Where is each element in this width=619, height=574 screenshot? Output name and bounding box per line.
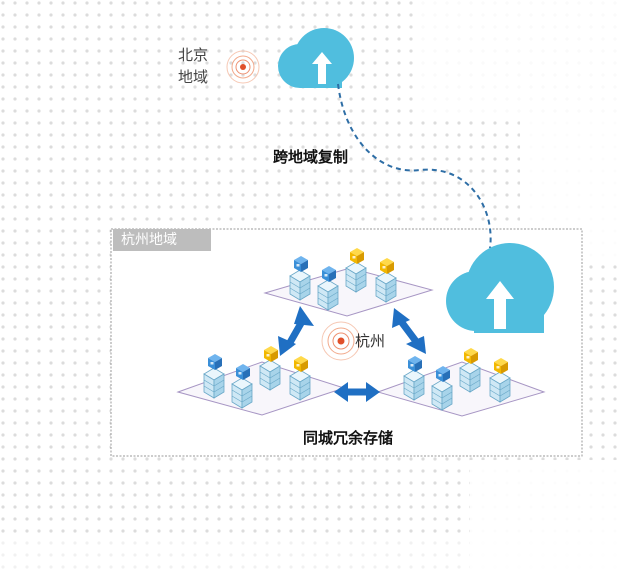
zone-platform-right <box>376 361 546 417</box>
same-city-redundant-storage-label: 同城冗余存储 <box>303 429 394 447</box>
cross-region-dashed-path <box>337 83 492 249</box>
sync-arrow-top-right <box>392 308 426 354</box>
beijing-region-label: 北京 地域 <box>178 44 208 88</box>
hangzhou-cloud-upload-icon <box>446 243 554 333</box>
hangzhou-location-target-icon <box>321 321 361 361</box>
beijing-cloud-upload-icon <box>278 28 354 88</box>
hangzhou-region-tab: 杭州地域 <box>113 229 211 251</box>
cross-region-replication-label: 跨地域复制 <box>273 148 349 166</box>
beijing-label-line2: 地域 <box>178 68 209 86</box>
beijing-label-line1: 北京 <box>178 46 209 64</box>
sync-arrow-top-left <box>278 306 314 356</box>
beijing-location-target-icon <box>226 50 260 84</box>
sync-arrow-horizontal <box>334 382 380 402</box>
hangzhou-center-label: 杭州 <box>355 332 386 350</box>
